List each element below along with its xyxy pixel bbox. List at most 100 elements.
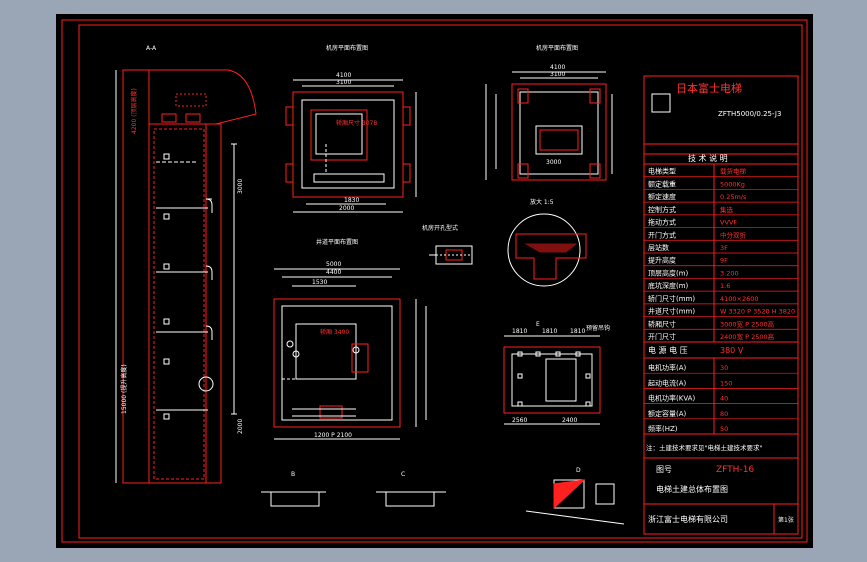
spec-row-value: 载货电梯 xyxy=(720,167,747,176)
dim-p1-inner: 3100 xyxy=(336,79,351,86)
elec-row-label: 起动电流(A) xyxy=(648,378,687,387)
elec-row-value: 40 xyxy=(720,395,728,403)
elec-row-value: 50 xyxy=(720,425,728,433)
label-plan2: 井道平面布置图 xyxy=(316,238,358,246)
elec-row-value: 150 xyxy=(720,379,732,387)
dim-p2-depth: 3000 xyxy=(546,159,561,166)
spec-rows xyxy=(644,176,798,343)
elec-rows xyxy=(644,372,798,435)
dim-p1-depth: 2000 xyxy=(339,205,354,212)
dim-e-w2: 1810 xyxy=(542,328,557,335)
machine-room-section xyxy=(485,71,613,181)
dim-h-pit: 2000 xyxy=(237,419,244,434)
spec-row-label: 层站数 xyxy=(648,243,669,252)
dim-e-w1: 1810 xyxy=(512,328,527,335)
spec-row-value: VVVF xyxy=(720,219,737,227)
cad-drawing: A-A 机房平面布置图 机房平面布置图 井道平面布置图 机房开孔型式 放大 1:… xyxy=(61,19,808,543)
elec-row-label: 电机功率(KVA) xyxy=(648,394,695,403)
elec-row-label: 频率(HZ) xyxy=(648,424,678,433)
view-b xyxy=(261,491,326,507)
tech-title: 技 术 说 明 xyxy=(688,153,728,163)
spec-row-value: 3000宽 P 2500高 xyxy=(720,319,775,328)
civil-note: 注：土建技术要求见"电梯土建技术要求" xyxy=(646,443,762,452)
spec-row-value: 4100×2600 xyxy=(720,295,759,303)
label-viewB: B xyxy=(291,471,295,478)
elec-table: 电机功率(A) 30 起动电流(A) 150 电机功率(KVA) 40 额定容量(A) 80 频… xyxy=(648,363,732,433)
model-code: ZFTH5000/0.25-J3 xyxy=(718,110,781,118)
company-name: 浙江富士电梯有限公司 xyxy=(648,514,728,524)
dim-e-b2: 2400 xyxy=(562,417,577,424)
spec-row-value: 中分双折 xyxy=(720,230,747,239)
dim-p3-car: 轿厢 3400 xyxy=(320,328,349,336)
dim-p2-width: 4100 xyxy=(550,64,565,71)
sheet-number: 第1张 xyxy=(778,516,794,524)
dim-h-floor: 3000 xyxy=(237,179,244,194)
drawing-no: ZFTH-16 xyxy=(716,465,754,475)
dim-p3-door: 1200 P 2100 xyxy=(314,432,352,439)
label-plan1: 机房平面布置图 xyxy=(326,44,368,52)
elec-row-label: 电机功率(A) xyxy=(648,363,687,372)
dim-p3-width: 5000 xyxy=(326,261,341,268)
label-viewE: E xyxy=(536,321,540,328)
view-c xyxy=(376,491,446,507)
hoistway-plan xyxy=(273,268,427,440)
spec-row-label: 控制方式 xyxy=(648,205,676,214)
rail-detail xyxy=(507,213,587,287)
e-view xyxy=(503,335,601,425)
spec-row-label: 拖动方式 xyxy=(648,218,676,227)
machine-room-plan xyxy=(285,79,417,213)
dim-h-total: 15000 (提升高度) xyxy=(120,364,128,414)
brand-name: 日本富士电梯 xyxy=(676,81,742,95)
dim-hole-note: 预留吊钩 xyxy=(586,324,610,332)
dim-p1-width: 4100 xyxy=(336,72,351,79)
elec-row-value: 80 xyxy=(720,410,728,418)
drawing-name: 电梯土建总体布置图 xyxy=(656,484,728,494)
dim-h-top: 4200 (顶层高度) xyxy=(130,88,138,134)
dim-p1-car: 轿厢尺寸 3078 xyxy=(336,119,377,127)
spec-row-value: 0.25m/s xyxy=(720,193,747,201)
spec-row-label: 额定载重 xyxy=(648,179,676,188)
spec-row-value: 1.6 xyxy=(720,282,730,290)
spec-row-label: 底坑深度(m) xyxy=(648,281,689,290)
spec-row-value: 3F xyxy=(720,244,728,252)
dim-p2-inner: 3100 xyxy=(550,71,565,78)
label-viewD: D xyxy=(576,467,581,474)
spec-row-label: 轿厢尺寸 xyxy=(648,319,676,328)
voltage-label: 电 源 电 压 xyxy=(648,345,688,355)
drawing-canvas: A-A 机房平面布置图 机房平面布置图 井道平面布置图 机房开孔型式 放大 1:… xyxy=(56,14,813,548)
label-section: A-A xyxy=(146,45,157,52)
spec-row-label: 顶层高度(m) xyxy=(648,268,689,277)
spec-row-label: 开门方式 xyxy=(648,230,676,239)
dim-e-b1: 2560 xyxy=(512,417,527,424)
spec-row-label: 开门尺寸 xyxy=(648,332,676,341)
elec-row-label: 额定容量(A) xyxy=(648,409,687,418)
spec-row-value: W 3320 P 3520 H 3820 xyxy=(720,308,795,316)
elevation-section xyxy=(115,69,257,484)
spec-row-label: 井道尺寸(mm) xyxy=(648,307,695,316)
inner-frame xyxy=(78,24,803,539)
spec-row-value: 9F xyxy=(720,257,728,265)
label-hole: 机房开孔型式 xyxy=(422,224,458,232)
label-section2: 机房平面布置图 xyxy=(536,44,578,52)
view-d xyxy=(525,479,625,525)
dim-p1-door: 1830 xyxy=(344,197,359,204)
outer-frame xyxy=(61,19,808,543)
dim-p3-inner: 4400 xyxy=(326,269,341,276)
drawing-no-label: 图号 xyxy=(656,465,672,474)
voltage-value: 380 V xyxy=(720,346,744,355)
dim-p3-cw: 1530 xyxy=(312,279,327,286)
spec-row-value: 2400宽 P 2500高 xyxy=(720,332,775,341)
hole-detail xyxy=(429,245,473,265)
spec-row-label: 额定速度 xyxy=(648,192,676,201)
spec-row-label: 轿门尺寸(mm) xyxy=(648,294,695,303)
label-detailB: 放大 1:5 xyxy=(530,198,554,206)
spec-row-value: 3.200 xyxy=(720,269,739,277)
dim-e-w3: 1810 xyxy=(570,328,585,335)
spec-row-value: 集选 xyxy=(720,205,734,214)
spec-row-value: 5000Kg xyxy=(720,180,745,188)
spec-row-label: 提升高度 xyxy=(648,256,676,265)
label-viewC: C xyxy=(401,471,405,478)
elec-row-value: 30 xyxy=(720,364,728,372)
spec-row-label: 电梯类型 xyxy=(648,167,676,176)
